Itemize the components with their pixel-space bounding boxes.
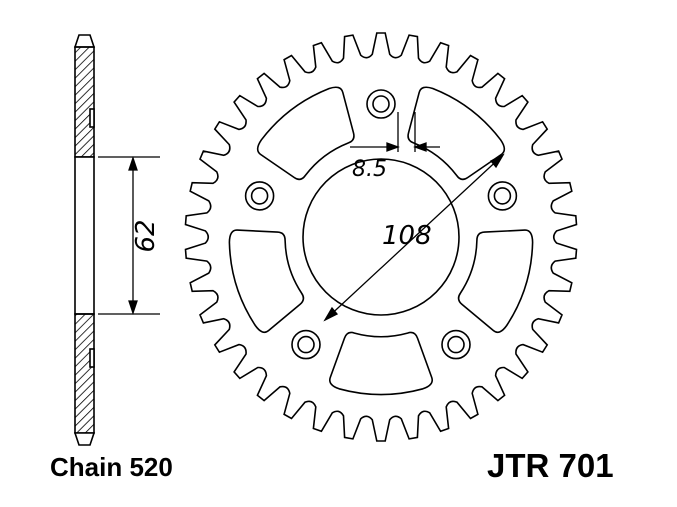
side-view-bottom-hatch (74, 313, 95, 434)
hole-slot-value: 8.5 (352, 157, 387, 182)
bolt-hole (366, 89, 396, 119)
chain-size-label: Chain 520 (50, 452, 173, 482)
lightening-cutout (228, 229, 305, 334)
side-view-bolt-slot-bottom (89, 348, 95, 368)
sprocket-side-view (73, 34, 96, 446)
lightening-cutout (407, 86, 506, 181)
bolt-circle-value: 108 (382, 221, 432, 251)
side-view-top-hatch (74, 46, 95, 158)
side-view-bolt-slot-top (89, 108, 95, 128)
center-bore (302, 158, 460, 316)
hole-slot-dimension (350, 112, 440, 152)
bolt-hole (487, 181, 518, 211)
bolt-circle-dimension (323, 153, 505, 322)
bolt-hole (244, 181, 275, 211)
side-view-hub (74, 156, 95, 315)
bolt-hole (441, 329, 471, 360)
part-number-label: JTR 701 (487, 447, 614, 484)
side-view-top-tooth (73, 34, 96, 48)
lightening-cutout (329, 331, 433, 396)
lightening-cutout (256, 86, 355, 181)
lightening-cutout (457, 229, 534, 334)
center-bore-value: 62 (131, 219, 161, 252)
center-bore-dimension (98, 155, 160, 316)
sprocket-tooth-outline (184, 32, 578, 442)
sprocket-front-view (184, 32, 578, 442)
bolt-hole (291, 329, 321, 360)
side-view-bottom-tooth (73, 432, 96, 446)
